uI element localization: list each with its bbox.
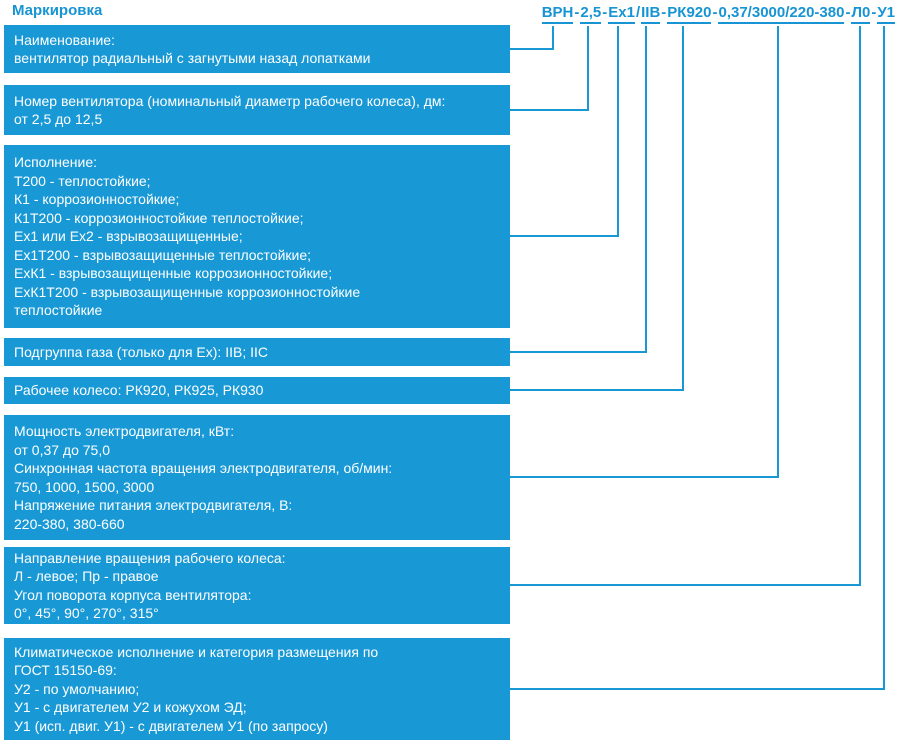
connector-line <box>859 26 861 586</box>
connector-line <box>777 26 779 478</box>
code-segment-rotation: Л0 <box>851 4 871 24</box>
spec-box-size: Номер вентилятора (номинальный диаметр р… <box>4 85 510 135</box>
code-separator: - <box>871 4 877 21</box>
spec-box-impeller: Рабочее колесо: РК920, РК925, РК930 <box>4 377 510 404</box>
code-separator: - <box>712 4 718 21</box>
connector-line <box>682 26 684 391</box>
code-separator: - <box>845 4 851 21</box>
code-segment-gas-subgroup: IIB <box>641 4 661 24</box>
spec-box-climate: Климатическое исполнение и категория раз… <box>4 638 510 740</box>
code-segment-motor: 0,37/3000/220-380 <box>718 4 845 24</box>
code-separator: - <box>602 4 608 21</box>
connector-line <box>510 584 861 586</box>
spec-box-motor: Мощность электродвигателя, кВт: от 0,37 … <box>4 415 510 540</box>
product-code: ВРН-2,5-Ex1/IIB-РК920-0,37/3000/220-380-… <box>541 4 895 24</box>
connector-line <box>510 389 684 391</box>
spec-box-version: Исполнение: Т200 - теплостойкие; К1 - ко… <box>4 145 510 328</box>
code-segment-size: 2,5 <box>580 4 602 24</box>
code-separator: / <box>635 4 641 21</box>
connector-line <box>645 26 647 353</box>
connector-line <box>552 26 554 50</box>
spec-box-gas-subgroup: Подгруппа газа (только для Ex): IIB; IIC <box>4 338 510 366</box>
code-segment-climate: У1 <box>877 4 895 24</box>
connector-line <box>617 26 619 237</box>
code-separator: - <box>661 4 667 21</box>
connector-line <box>510 351 647 353</box>
code-separator: - <box>574 4 580 21</box>
code-segment-impeller: РК920 <box>667 4 712 24</box>
connector-line <box>510 48 554 50</box>
connector-line <box>510 109 589 111</box>
connector-line <box>883 26 885 690</box>
code-segment-version: Ex1 <box>608 4 635 24</box>
spec-box-designation: Наименование: вентилятор радиальный с за… <box>4 25 510 73</box>
connector-line <box>587 26 589 111</box>
spec-box-rotation: Направление вращения рабочего колеса: Л … <box>4 547 510 624</box>
connector-line <box>510 235 619 237</box>
code-segment-series: ВРН <box>541 4 574 24</box>
connector-line <box>510 476 779 478</box>
page-title: Маркировка <box>12 2 103 19</box>
connector-line <box>510 688 885 690</box>
